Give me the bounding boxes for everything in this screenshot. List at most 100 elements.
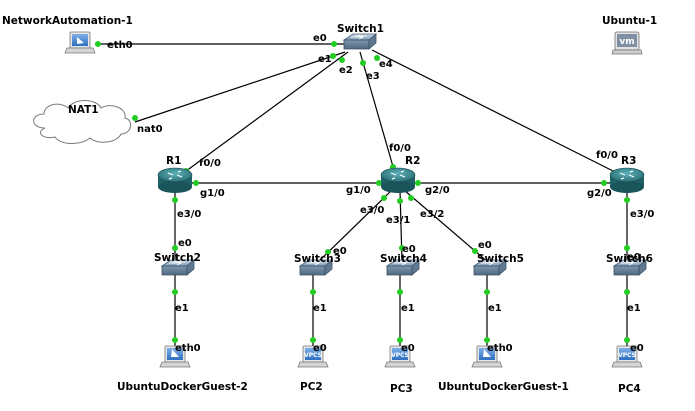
status-dot — [310, 289, 316, 295]
port-label: e3/1 — [386, 215, 410, 226]
port-label: e3 — [366, 71, 380, 82]
node-label: R3 — [621, 155, 636, 167]
port-label: nat0 — [137, 124, 163, 135]
status-dot — [374, 55, 380, 61]
vm-icon: vm — [611, 31, 643, 55]
link-status-dots — [95, 41, 630, 343]
port-label: g1/0 — [200, 188, 225, 199]
port-label: e1 — [627, 303, 641, 314]
node-label: R1 — [166, 155, 181, 167]
node-networkautomation-1[interactable]: NetworkAutomation-1 — [2, 15, 133, 54]
docker-host-icon — [471, 345, 503, 368]
port-label: e1 — [313, 303, 327, 314]
link-switch1-r1[interactable] — [177, 51, 349, 178]
vpcs-icon-text: VPCS — [391, 352, 409, 359]
node-switch5[interactable]: Switch5 — [473, 253, 524, 276]
router-icon — [380, 167, 416, 194]
status-dot — [624, 197, 630, 203]
status-dot — [330, 53, 336, 59]
node-switch4[interactable]: Switch4 — [380, 253, 427, 276]
port-label: eth0 — [107, 40, 133, 51]
status-dot — [325, 249, 331, 255]
status-dot — [132, 115, 138, 121]
node-switch2[interactable]: Switch2 — [154, 252, 201, 276]
status-dot — [397, 337, 403, 343]
port-label: e0 — [630, 343, 644, 354]
port-label: e0 — [333, 246, 347, 257]
status-dot — [172, 245, 178, 251]
node-r2[interactable]: R2 — [380, 155, 420, 194]
node-label: R2 — [405, 155, 420, 167]
node-switch6[interactable]: Switch6 — [606, 253, 653, 276]
node-label: Ubuntu-1 — [602, 15, 657, 27]
link-switch1-r3[interactable] — [371, 49, 626, 178]
node-label: Switch2 — [154, 252, 201, 264]
node-ubuntudockerguest-1[interactable]: UbuntuDockerGuest-1 — [438, 345, 569, 393]
status-dot — [172, 337, 178, 343]
status-dot — [408, 195, 414, 201]
status-dot — [360, 60, 366, 66]
status-dot — [172, 289, 178, 295]
node-ubuntudockerguest-2[interactable]: UbuntuDockerGuest-2 — [117, 345, 248, 393]
port-label: g2/0 — [587, 188, 612, 199]
port-labels: eth0 e0 e1 e2 e3 e4 nat0 f0/0 g1/0 e3/0 … — [107, 33, 654, 354]
port-label: eth0 — [175, 343, 201, 354]
router-icon — [157, 167, 193, 194]
switch-icon — [343, 33, 377, 50]
node-r3[interactable]: R3 — [609, 155, 645, 194]
port-label: e0 — [313, 33, 327, 44]
status-dot — [624, 337, 630, 343]
link-switch1-r2[interactable] — [359, 51, 397, 178]
port-label: f0/0 — [596, 150, 618, 161]
status-dot — [397, 289, 403, 295]
docker-host-icon — [159, 345, 191, 368]
node-label: UbuntuDockerGuest-1 — [438, 381, 569, 393]
node-switch3[interactable]: Switch3 — [294, 253, 341, 276]
node-nat1[interactable]: NAT1 — [33, 100, 132, 144]
node-pc3[interactable]: VPCS PC3 — [384, 345, 416, 395]
port-label: e3/0 — [360, 205, 384, 216]
laptop-icon — [64, 31, 96, 54]
vpcs-icon-text: VPCS — [618, 352, 636, 359]
status-dot — [397, 198, 403, 204]
port-label: e0 — [401, 343, 415, 354]
node-label: UbuntuDockerGuest-2 — [117, 381, 248, 393]
node-pc4[interactable]: VPCS PC4 — [611, 345, 643, 395]
node-ubuntu-1[interactable]: vm Ubuntu-1 — [602, 15, 657, 55]
node-label: Switch1 — [337, 23, 384, 35]
vpcs-icon: VPCS — [611, 345, 643, 368]
status-dot — [484, 289, 490, 295]
node-label: NAT1 — [68, 104, 99, 116]
port-label: e1 — [175, 303, 189, 314]
port-label: e1 — [401, 303, 415, 314]
node-switch1[interactable]: Switch1 — [337, 23, 384, 50]
node-r1[interactable]: R1 — [157, 155, 193, 194]
vpcs-icon: VPCS — [384, 345, 416, 368]
node-label: PC3 — [390, 383, 413, 395]
status-dot — [310, 337, 316, 343]
port-label: eth0 — [487, 343, 513, 354]
status-dot — [601, 180, 607, 186]
port-label: e0 — [627, 252, 641, 263]
port-label: g2/0 — [425, 185, 450, 196]
port-label: e3/2 — [420, 209, 444, 220]
node-label: NetworkAutomation-1 — [2, 15, 133, 27]
router-icon — [609, 167, 645, 194]
port-label: f0/0 — [389, 143, 411, 154]
vpcs-icon-text: VPCS — [304, 352, 322, 359]
port-label: e1 — [488, 303, 502, 314]
node-pc2[interactable]: VPCS PC2 — [297, 345, 329, 393]
status-dot — [484, 337, 490, 343]
port-label: e2 — [339, 65, 353, 76]
port-label: e0 — [178, 238, 192, 249]
port-label: g1/0 — [346, 185, 371, 196]
status-dot — [399, 245, 405, 251]
node-label: Switch6 — [606, 253, 653, 265]
vpcs-icon: VPCS — [297, 345, 329, 368]
status-dot — [339, 57, 345, 63]
status-dot — [624, 289, 630, 295]
status-dot — [624, 245, 630, 251]
port-label: e4 — [379, 59, 393, 70]
link-switch1-nat1[interactable] — [134, 51, 346, 123]
node-label: Switch3 — [294, 253, 341, 265]
